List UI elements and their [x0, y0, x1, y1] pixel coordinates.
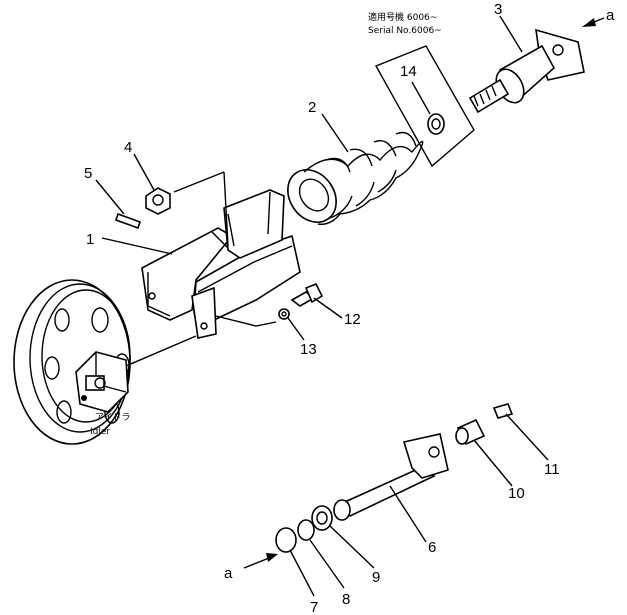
callout-13: 13 [300, 341, 317, 358]
leader-lines [95, 15, 549, 597]
callout-4: 4 [124, 139, 132, 156]
callout-11: 11 [544, 461, 560, 478]
callout-8: 8 [342, 591, 350, 608]
bolt-and-washer [278, 282, 324, 320]
idler-wheel: アイドラ Idler [13, 279, 131, 445]
recoil-spring [287, 131, 424, 225]
reference-arrow-bottom: a [224, 553, 278, 582]
callout-10: 10 [508, 485, 525, 502]
callout-6: 6 [428, 539, 436, 556]
reference-arrow-top: a [582, 7, 615, 27]
callout-9: 9 [372, 569, 380, 586]
reference-mark-top: a [606, 7, 615, 24]
callout-1: 1 [86, 231, 94, 248]
callout-5: 5 [84, 165, 92, 182]
callout-2: 2 [308, 99, 316, 116]
part-14-inset [374, 45, 475, 168]
recoil-cylinder [468, 28, 585, 114]
idler-label-en: Idler [90, 427, 110, 437]
callout-7: 7 [310, 599, 318, 615]
applicability-note-line2: Serial No.6006~ [368, 26, 442, 36]
reference-mark-bottom: a [224, 565, 233, 582]
lower-rod-assembly [275, 403, 514, 553]
callout-14: 14 [400, 63, 417, 80]
yoke-bracket [125, 189, 301, 367]
applicability-note-line1: 適用号機 6006~ [368, 11, 437, 23]
callout-12: 12 [344, 311, 361, 328]
nut-and-pin [114, 171, 229, 247]
idler-label-jp: アイドラ [95, 412, 131, 423]
callout-3: 3 [494, 1, 502, 18]
